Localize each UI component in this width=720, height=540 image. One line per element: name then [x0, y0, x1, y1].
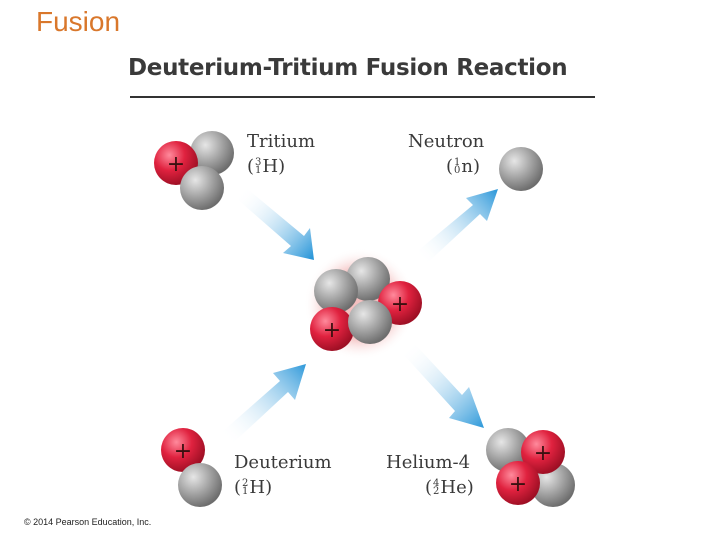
arrow-neutron-out: [414, 189, 498, 266]
tritium-nucleus: +: [154, 131, 234, 210]
svg-text:+: +: [509, 472, 527, 497]
helium-label: Helium-4: [386, 452, 470, 473]
svg-text:+: +: [167, 152, 185, 177]
svg-text:+: +: [534, 441, 552, 466]
svg-text:+: +: [323, 318, 341, 343]
svg-text:+: +: [174, 439, 192, 464]
neutron-particle: [499, 147, 543, 191]
copyright-notice: © 2014 Pearson Education, Inc.: [24, 517, 151, 527]
deuterium-label: Deuterium: [234, 452, 332, 473]
svg-text:+: +: [391, 292, 409, 317]
arrow-tritium-in: [236, 186, 314, 260]
neutron-label: Neutron: [408, 131, 484, 152]
tritium-label: Tritium: [247, 131, 315, 152]
helium-nucleus: + +: [486, 428, 575, 507]
arrow-helium-out: [403, 342, 484, 428]
fused-nucleus: + +: [304, 248, 422, 360]
deuterium-nucleus: +: [161, 428, 222, 507]
arrow-deuterium-in: [222, 364, 306, 444]
